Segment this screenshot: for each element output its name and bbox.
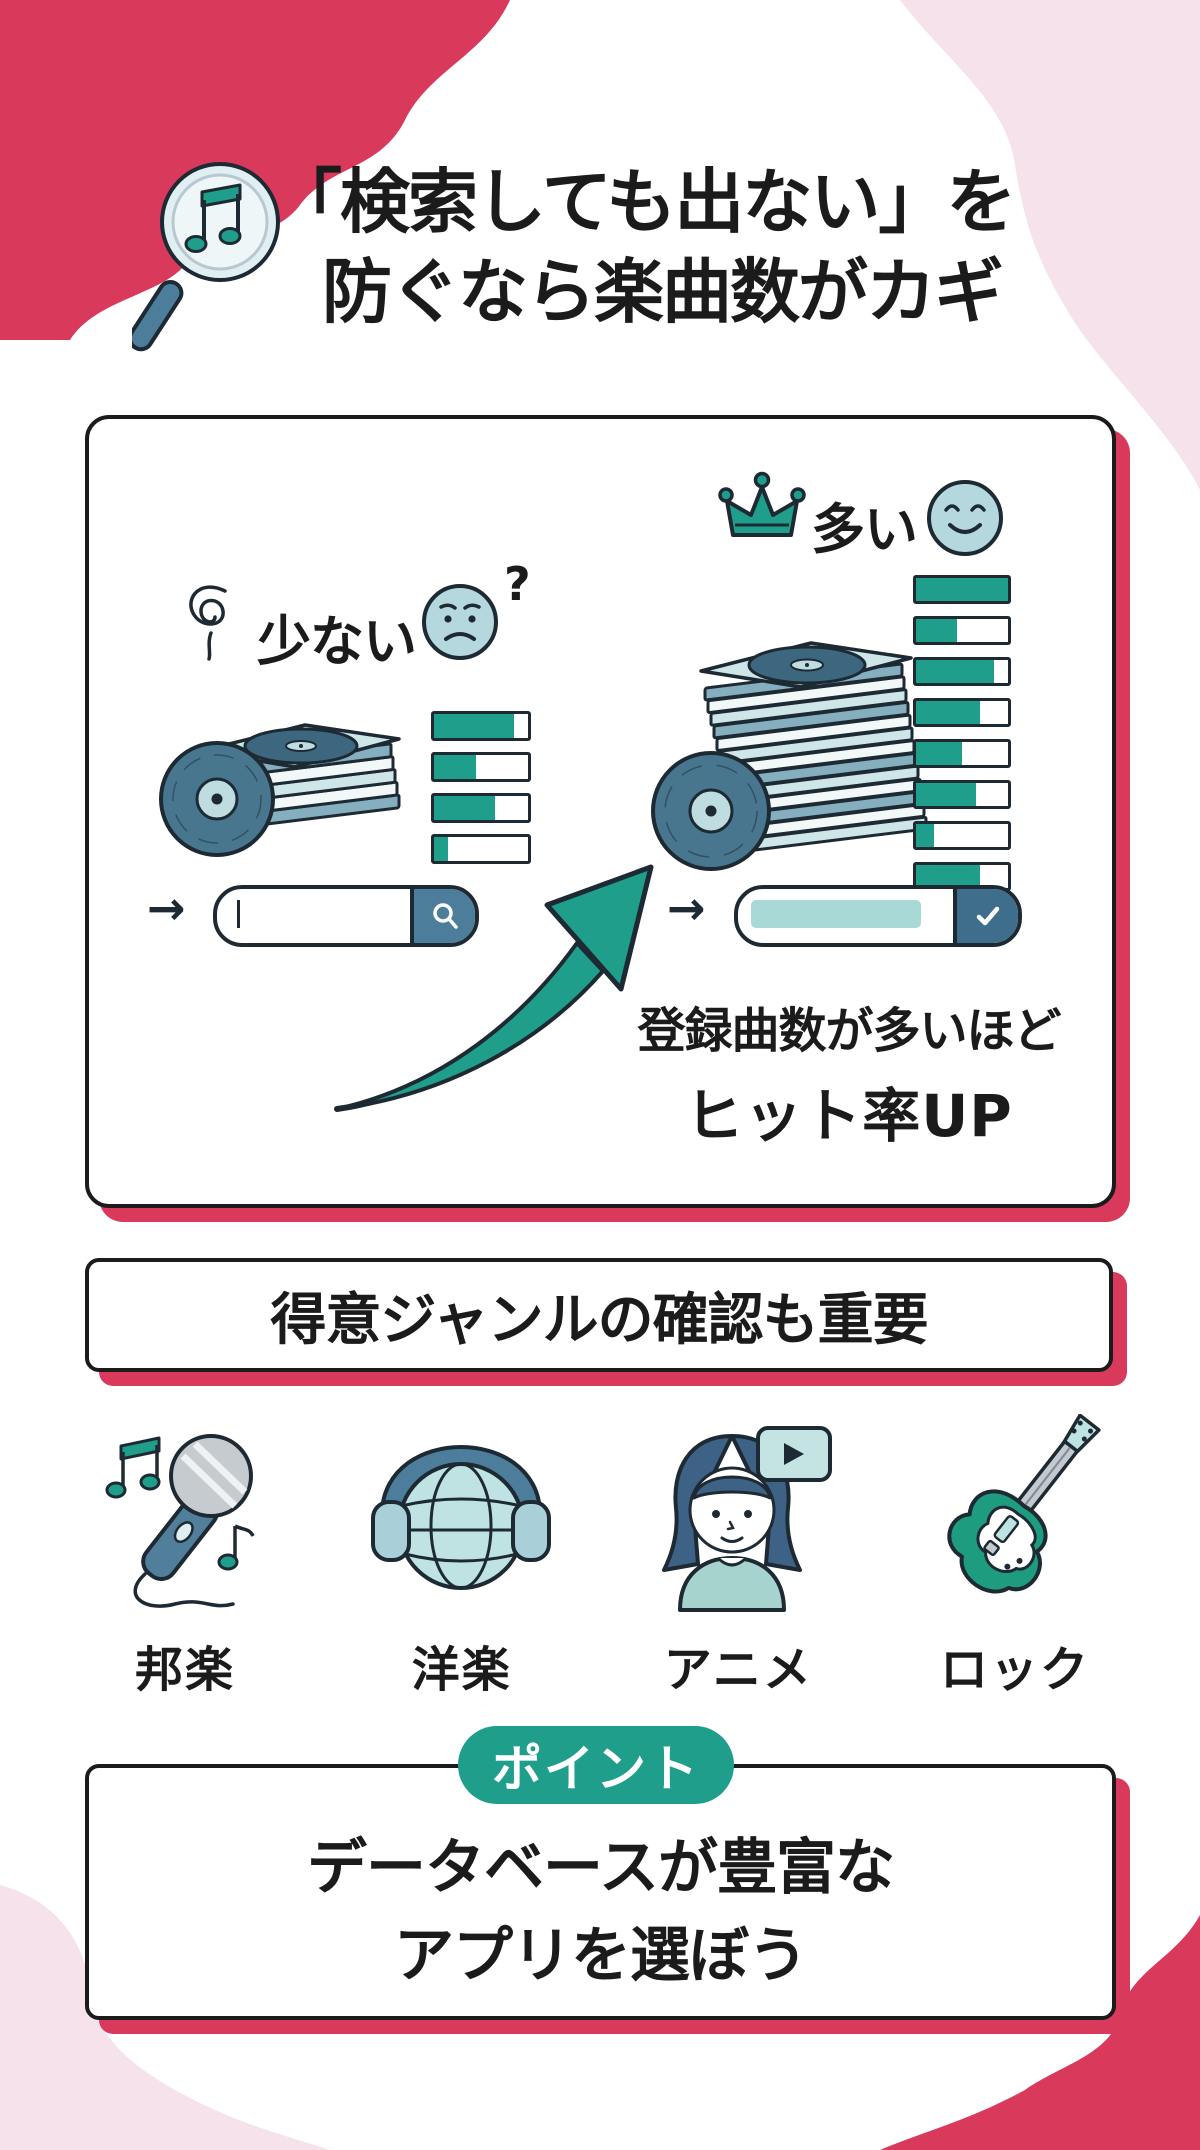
globe-headphones-icon [371, 1444, 552, 1590]
genre-label: アニメ [663, 1642, 813, 1698]
song-count-bar [913, 657, 1011, 686]
bottom-left-blob [0, 1885, 330, 2150]
point-panel: データベースが豊富な アプリを選ぼう [85, 1764, 1116, 2020]
microphone-icon [105, 1433, 255, 1608]
song-count-bar [431, 834, 531, 864]
small-record-stack [159, 723, 401, 857]
caption-line2: ヒット率UP [685, 1082, 1013, 1150]
genre-label: 邦楽 [134, 1642, 235, 1698]
tall-record-stack [651, 641, 928, 871]
few-hit-bars [431, 711, 531, 875]
crown-icon [718, 471, 806, 537]
song-count-bar [913, 698, 1011, 727]
empty-search-bar [213, 885, 479, 947]
electric-guitar-icon [947, 1413, 1102, 1594]
top-left-blob [0, 0, 510, 340]
left-arrow-glyph: → [147, 881, 186, 935]
comparison-panel: 少ない ? [85, 415, 1116, 1208]
query-text-bar [751, 900, 921, 928]
many-hit-bars [913, 575, 1011, 903]
page-title-line2: 防ぐなら楽曲数がカギ [322, 250, 1004, 333]
song-count-bar [431, 752, 531, 782]
genre-banner-text: 得意ジャンルの確認も重要 [270, 1287, 928, 1353]
song-count-bar [913, 821, 1011, 850]
many-label: 多い [811, 498, 918, 561]
song-count-bar [913, 739, 1011, 768]
right-arrow-glyph: → [667, 881, 706, 935]
magnifier-music-icon [132, 162, 280, 352]
search-button [410, 889, 475, 943]
bottom-right-blob [880, 1915, 1200, 2150]
genre-item-yougaku: 洋楽 [337, 1412, 587, 1702]
question-mark: ? [504, 557, 531, 611]
genre-item-anime: アニメ [613, 1412, 863, 1702]
few-label: 少ない [257, 610, 417, 673]
point-line2: アプリを選ぼう [394, 1921, 808, 1991]
page-title: 「検索しても出ない」を 防ぐなら楽曲数がカギ [272, 158, 1016, 337]
hit-rate-caption: 登録曲数が多いほど ヒット率UP [589, 991, 1109, 1153]
song-count-bar [913, 616, 1011, 645]
genre-label: ロック [939, 1642, 1090, 1698]
song-count-bar [913, 575, 1011, 604]
song-count-bar [913, 780, 1011, 809]
genre-item-rock: ロック [890, 1412, 1140, 1702]
page-title-line1: 「検索しても出ない」を [272, 161, 1016, 243]
growth-arrow-icon [334, 864, 654, 1112]
genre-list: 邦楽 洋楽 [60, 1412, 1140, 1702]
song-count-bar [431, 793, 531, 823]
check-icon [976, 906, 1000, 926]
genre-banner: 得意ジャンルの確認も重要 [85, 1258, 1113, 1372]
genre-item-hougaku: 邦楽 [60, 1412, 310, 1702]
text-cursor [237, 900, 240, 928]
point-badge: ポイント [458, 1726, 734, 1804]
anime-girl-icon [661, 1425, 832, 1612]
point-line1: データベースが豊富な [307, 1833, 895, 1903]
caption-line1: 登録曲数が多いほど [637, 1003, 1061, 1059]
sad-face-icon [422, 584, 498, 660]
filled-search-bar [734, 885, 1022, 947]
happy-face-icon [927, 480, 1003, 556]
top-right-blob [900, 0, 1200, 490]
search-success-button [953, 889, 1018, 943]
search-icon [433, 903, 458, 929]
song-count-bar [431, 711, 531, 741]
genre-label: 洋楽 [411, 1642, 512, 1698]
dizzy-swirl-icon [189, 585, 227, 661]
